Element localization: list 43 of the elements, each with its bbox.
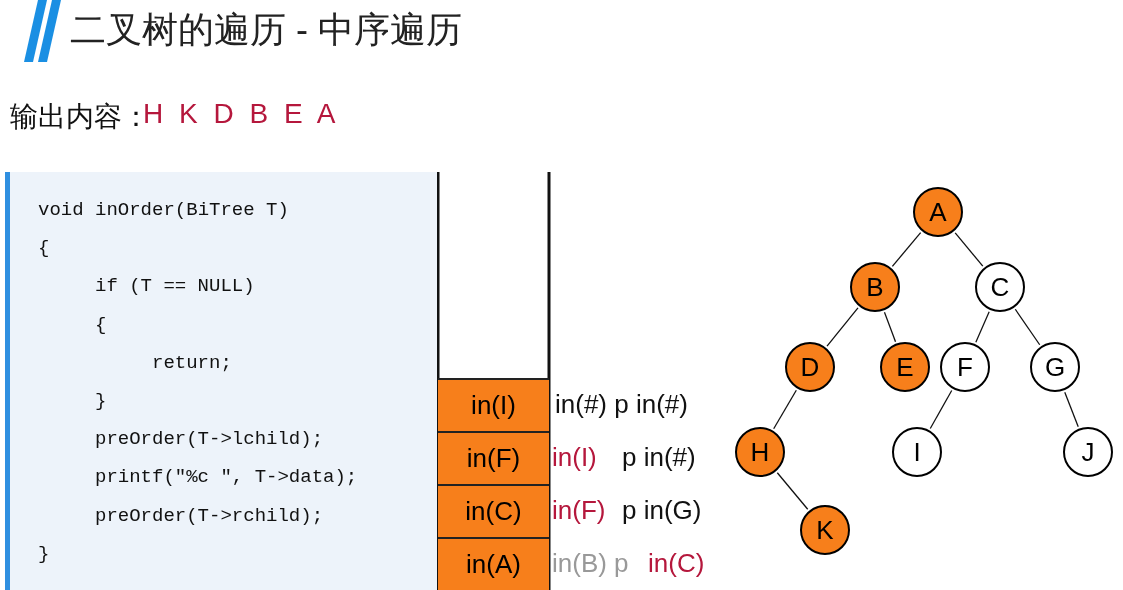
call-note: p in(G) [622, 495, 702, 525]
tree-node: E [880, 342, 930, 392]
tree-edge [954, 232, 984, 267]
tree-node: G [1030, 342, 1080, 392]
tree-edge [929, 389, 953, 430]
tree-edge [883, 311, 897, 343]
tree-edge [826, 307, 859, 347]
code-line: preOrder(T->lchild); [95, 427, 324, 452]
tree-node: H [735, 427, 785, 477]
stack-cell: in(C) [438, 484, 549, 537]
call-note: in(C) [648, 548, 705, 578]
tree-node: C [975, 262, 1025, 312]
tree-edge [776, 472, 809, 510]
tree-edge [891, 232, 922, 267]
tree-node: B [850, 262, 900, 312]
call-note: in(B) p [552, 548, 629, 578]
tree-edge [975, 311, 990, 343]
code-line: } [95, 389, 107, 413]
call-note: p in(#) [622, 442, 696, 472]
stack-cell: in(F) [438, 431, 549, 484]
tree-edge [773, 389, 797, 430]
call-note: in(F) [552, 495, 606, 525]
tree-node: D [785, 342, 835, 392]
tree-edge [1064, 391, 1079, 428]
tree-node: I [892, 427, 942, 477]
stack-cell: in(I) [438, 378, 549, 431]
code-line: { [38, 236, 50, 261]
call-note: in(#) p in(#) [555, 389, 688, 419]
stack-cell: in(A) [438, 537, 549, 590]
tree-node: A [913, 187, 963, 237]
code-line: } [38, 541, 50, 566]
tree-node: K [800, 505, 850, 555]
code-line: preOrder(T->rchild); [95, 503, 324, 528]
code-line: if (T == NULL) [95, 274, 255, 299]
tree-node: J [1063, 427, 1113, 477]
code-line: void inOrder(BiTree T) [38, 198, 289, 222]
code-line: return; [152, 350, 232, 375]
slide-title: 二叉树的遍历 - 中序遍历 [70, 8, 462, 52]
code-line: { [95, 312, 107, 337]
tree-node: F [940, 342, 990, 392]
tree-edge [1014, 308, 1041, 346]
code-line: printf("%c ", T->data); [95, 465, 358, 490]
call-note: in(I) [552, 442, 597, 472]
